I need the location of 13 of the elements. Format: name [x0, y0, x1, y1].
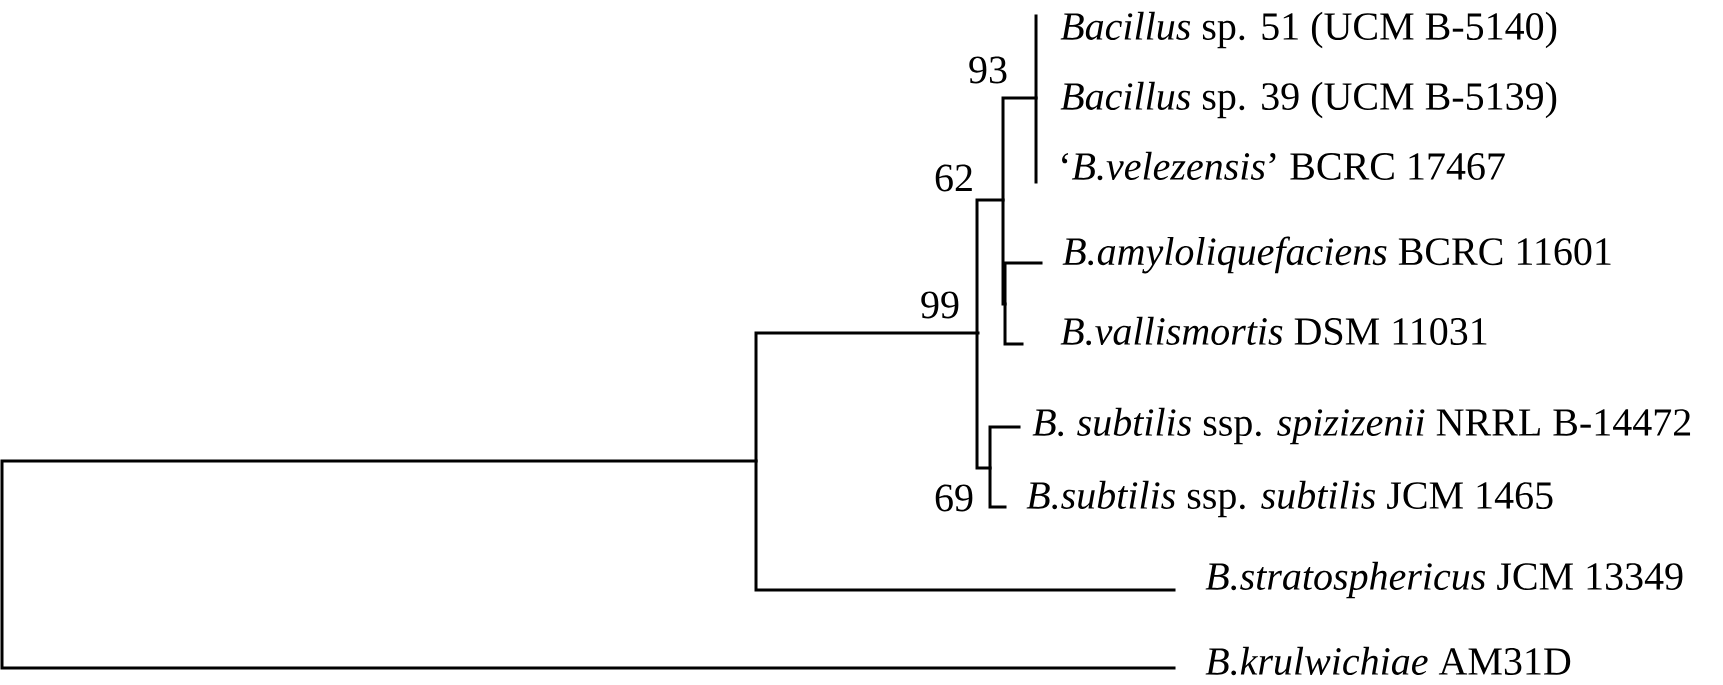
bootstrap-value: 93: [969, 56, 1007, 84]
bootstrap-value: 69: [935, 484, 973, 512]
taxon-label: ‘B.velezensis’ BCRC 17467: [1062, 151, 1505, 181]
taxon-label: B.vallismortis DSM 11031: [1060, 316, 1487, 346]
taxon-label: B.subtilis ssp. subtilis JCM 1465: [1026, 480, 1553, 518]
taxon-label: B. subtilis ssp. spizizenii NRRL B-14472: [1032, 407, 1691, 445]
taxon-label: Bacillus sp. 39 (UCM B-5139): [1060, 81, 1557, 119]
taxon-label: Bacillus sp. 51 (UCM B-5140): [1060, 11, 1557, 49]
taxon-label: B.krulwichiae AM31D: [1205, 646, 1571, 676]
bootstrap-value: 62: [935, 164, 972, 192]
bootstrap-value: 99: [921, 291, 959, 319]
taxon-label: B.amyloliquefaciens BCRC 11601: [1062, 236, 1611, 274]
taxon-label: B.stratosphericus JCM 13349: [1205, 561, 1683, 599]
